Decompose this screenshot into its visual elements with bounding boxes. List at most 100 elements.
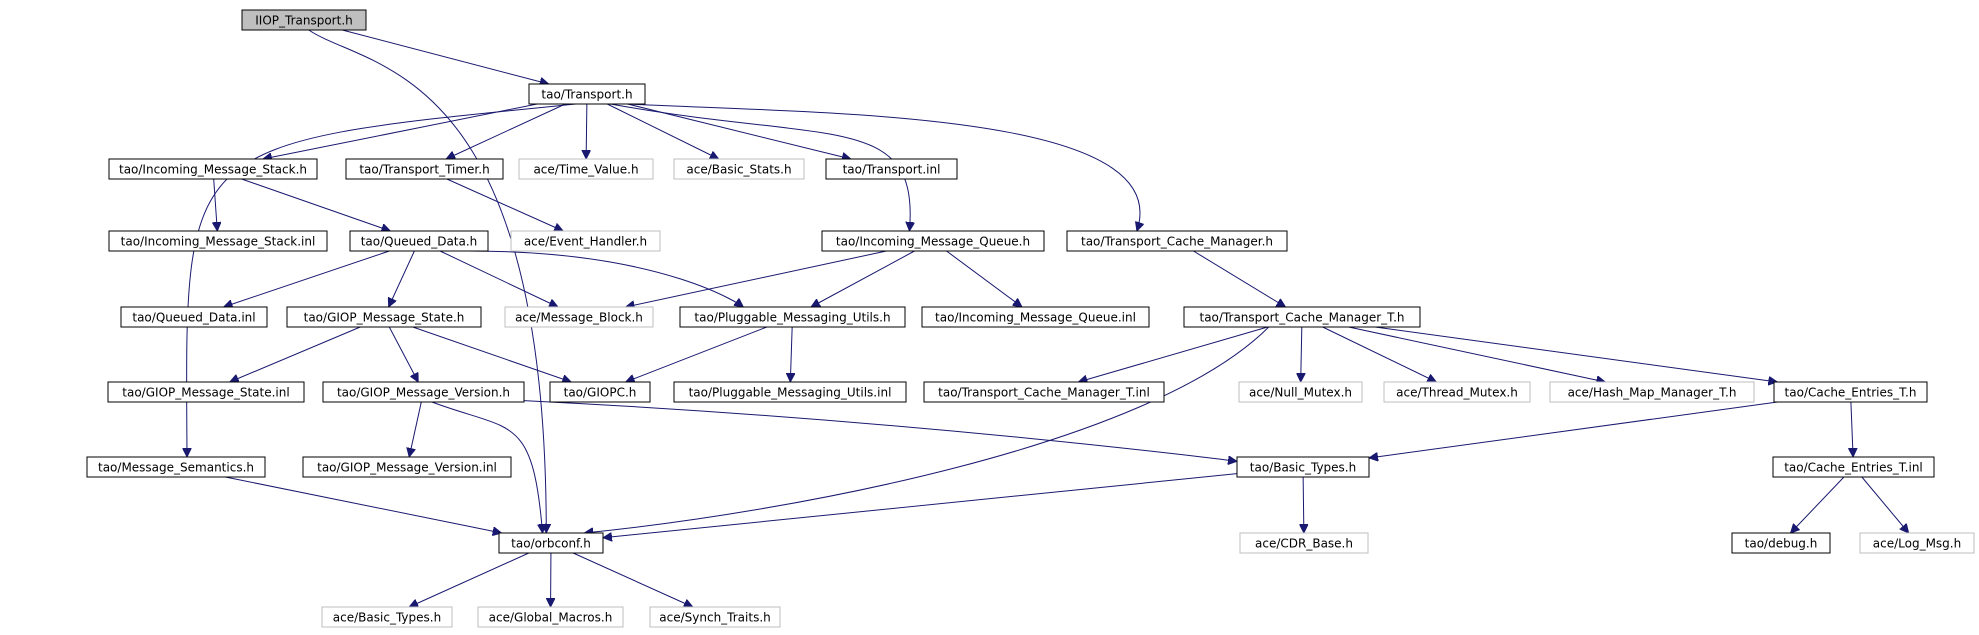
node-label: tao/GIOP_Message_Version.inl [317,461,497,475]
node-box [679,306,906,328]
node-box [1238,381,1363,403]
node-label: ace/Null_Mutex.h [1249,386,1352,400]
node-debug-h[interactable]: tao/debug.h [1731,532,1831,554]
node-box [498,532,604,554]
edge-tcm_t_h-to-tcm_t_inl [1078,326,1268,382]
node-log-msg-h[interactable]: ace/Log_Msg.h [1859,532,1975,554]
edge-giop_state_h-to-giop_version_h [388,326,418,382]
edge-transport_h-to-incoming_stack_h [263,103,538,159]
node-label: ace/Basic_Types.h [333,611,441,625]
node-box [1859,532,1975,554]
node-synch-traits-h[interactable]: ace/Synch_Traits.h [649,606,781,628]
node-basic-stats-h[interactable]: ace/Basic_Stats.h [673,158,805,180]
node-label: tao/Transport.inl [843,163,941,177]
node-box [1549,381,1755,403]
node-giop-version-h[interactable]: tao/GIOP_Message_Version.h [322,381,525,403]
node-label: tao/Queued_Data.h [361,235,478,249]
node-queued-data-inl[interactable]: tao/Queued_Data.inl [120,306,268,328]
edge-tcm_t_h-to-null_mutex_h [1301,326,1302,382]
node-tao-basic-types-h[interactable]: tao/Basic_Types.h [1236,456,1370,478]
edge-transport_h-to-basic_stats_h [607,103,718,159]
node-global-macros-h[interactable]: ace/Global_Macros.h [477,606,624,628]
node-box [1731,532,1831,554]
node-label: tao/debug.h [1745,537,1818,551]
node-cache-entries-h[interactable]: tao/Cache_Entries_T.h [1773,381,1928,403]
node-cache-entries-inl[interactable]: tao/Cache_Entries_T.inl [1772,456,1935,478]
node-box [108,158,318,180]
node-incoming-queue-h[interactable]: tao/Incoming_Message_Queue.h [821,230,1045,252]
node-box [241,9,367,31]
node-giop-version-inl[interactable]: tao/GIOP_Message_Version.inl [302,456,512,478]
edge-tcm_t_h-to-hash_map_h [1348,326,1606,382]
node-label: tao/GIOP_Message_State.h [304,311,465,325]
node-label: ace/CDR_Base.h [1255,537,1353,551]
node-incoming-stack-h[interactable]: tao/Incoming_Message_Stack.h [108,158,318,180]
edge-cache_entries_h-to-cache_entries_inl [1851,401,1853,457]
node-box [510,230,661,252]
edge-cache_entries_inl-to-log_msg_h [1861,476,1909,533]
node-label: tao/Pluggable_Messaging_Utils.h [694,311,890,325]
node-thread-mutex-h[interactable]: ace/Thread_Mutex.h [1383,381,1531,403]
node-queued-data-h[interactable]: tao/Queued_Data.h [349,230,489,252]
node-giop-state-inl[interactable]: tao/GIOP_Message_State.inl [107,381,305,403]
node-giopc-h[interactable]: tao/GIOPC.h [549,381,651,403]
edge-tcm_t_h-to-thread_mutex_h [1322,326,1437,382]
edge-transport_h-to-transport_timer_h [446,103,566,159]
node-label: tao/GIOPC.h [564,386,637,400]
node-transport-inl[interactable]: tao/Transport.inl [825,158,958,180]
node-label: tao/Message_Semantics.h [98,461,254,475]
node-time-value-h[interactable]: ace/Time_Value.h [518,158,654,180]
node-label: tao/Cache_Entries_T.h [1785,386,1917,400]
node-box [286,306,482,328]
node-cdr-base-h[interactable]: ace/CDR_Base.h [1239,532,1369,554]
node-null-mutex-h[interactable]: ace/Null_Mutex.h [1238,381,1363,403]
node-pluggable-utils-h[interactable]: tao/Pluggable_Messaging_Utils.h [679,306,906,328]
node-message-block-h[interactable]: ace/Message_Block.h [504,306,654,328]
edge-tao_basic_types_h-to-cdr_base_h [1303,476,1304,533]
edge-giop_version_h-to-orbconf_h [431,401,543,533]
edge-iiop_transport-to-orbconf_h [308,29,547,533]
node-msg-semantics-h[interactable]: tao/Message_Semantics.h [86,456,266,478]
edge-incoming_stack_h-to-incoming_stack_inl [214,178,218,231]
node-label: ace/Global_Macros.h [489,611,613,625]
node-box [86,456,266,478]
edge-cache_entries_inl-to-debug_h [1791,476,1845,533]
node-box [302,456,512,478]
edge-queued_data_h-to-giop_state_h [389,250,415,307]
edge-incoming_queue_h-to-pluggable_utils_h [811,250,915,307]
edge-giop_state_h-to-giopc_h [412,326,571,382]
node-label: tao/orbconf.h [511,537,591,551]
edge-giop_version_h-to-tao_basic_types_h [523,400,1237,462]
node-box [120,306,268,328]
node-tcm-t-inl[interactable]: tao/Transport_Cache_Manager_T.inl [923,381,1165,403]
edge-giop_state_h-to-giop_state_inl [230,326,361,382]
edge-transport_h-to-msg_semantics_h [187,103,577,457]
node-label: tao/Transport_Timer.h [359,163,489,177]
edge-tcm_h-to-tcm_t_h [1193,250,1285,307]
node-tcm-t-h[interactable]: tao/Transport_Cache_Manager_T.h [1183,306,1421,328]
edge-incoming_queue_h-to-message_block_h [626,250,887,307]
edges-layer [187,29,1909,607]
node-label: ace/Hash_Map_Manager_T.h [1568,386,1737,400]
node-box [1183,306,1421,328]
node-pluggable-utils-inl[interactable]: tao/Pluggable_Messaging_Utils.inl [673,381,907,403]
node-label: tao/Pluggable_Messaging_Utils.inl [689,386,892,400]
node-label: ace/Log_Msg.h [1873,537,1961,551]
node-iiop-transport: IIOP_Transport.h [241,9,367,31]
node-incoming-stack-inl[interactable]: tao/Incoming_Message_Stack.inl [108,230,328,252]
node-orbconf-h[interactable]: tao/orbconf.h [498,532,604,554]
node-tcm-h[interactable]: tao/Transport_Cache_Manager.h [1066,230,1288,252]
edge-queued_data_h-to-queued_data_inl [224,250,390,307]
node-incoming-queue-inl[interactable]: tao/Incoming_Message_Queue.inl [921,306,1150,328]
node-transport-h[interactable]: tao/Transport.h [528,83,646,105]
node-box [1773,381,1928,403]
node-event-handler-h[interactable]: ace/Event_Handler.h [510,230,661,252]
node-label: tao/Incoming_Message_Queue.h [836,235,1030,249]
node-box [821,230,1045,252]
node-box [1236,456,1370,478]
node-transport-timer-h[interactable]: tao/Transport_Timer.h [345,158,504,180]
node-label: tao/Transport_Cache_Manager.h [1081,235,1273,249]
node-giop-state-h[interactable]: tao/GIOP_Message_State.h [286,306,482,328]
node-hash-map-h[interactable]: ace/Hash_Map_Manager_T.h [1549,381,1755,403]
node-ace-basic-types-h[interactable]: ace/Basic_Types.h [321,606,453,628]
